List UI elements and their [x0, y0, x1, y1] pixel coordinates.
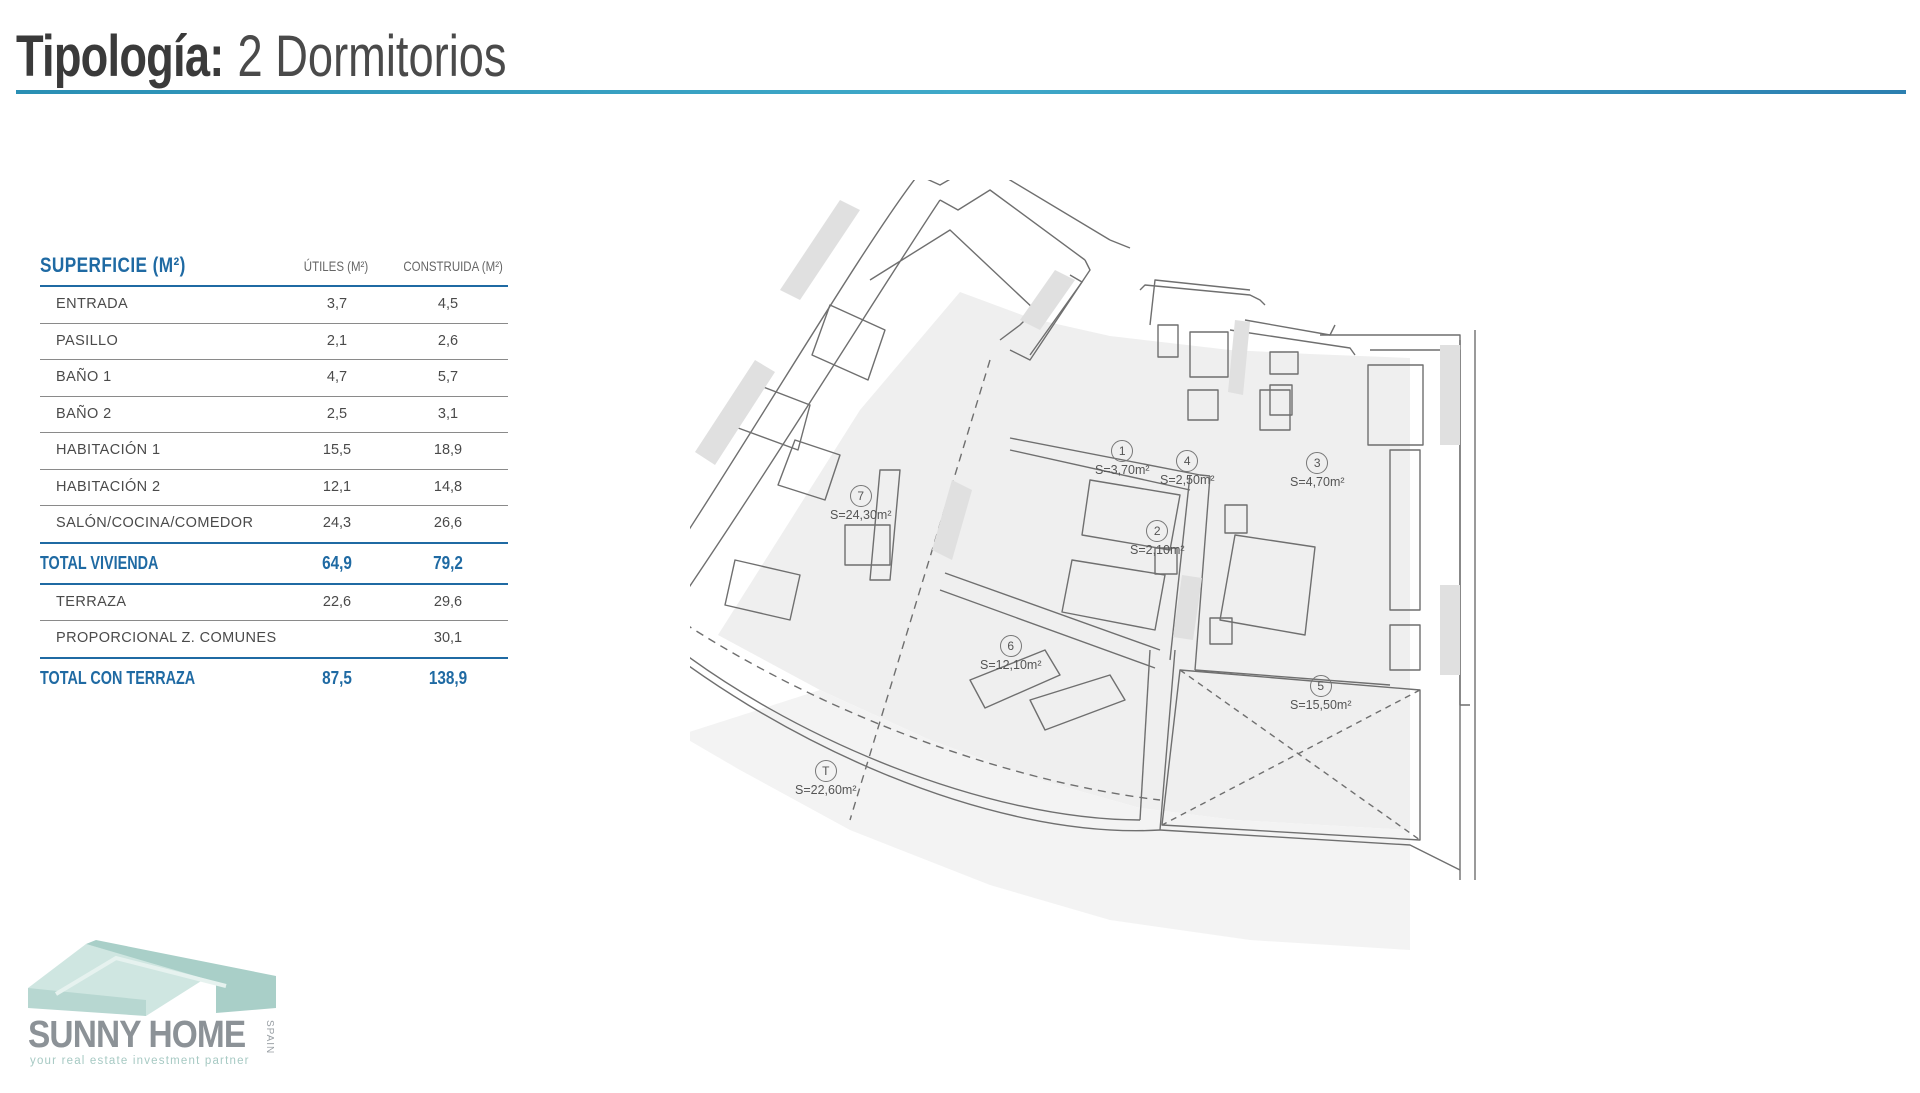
row-con: 4,5: [437, 296, 459, 312]
row-util: 22,6: [322, 593, 352, 610]
row-name: PROPORCIONAL Z. COMUNES: [56, 630, 277, 646]
room-area: S=4,70m²: [1290, 475, 1345, 489]
room-label-3: 3 S=4,70m²: [1290, 452, 1345, 489]
table-row: PASILLO 2,1 2,6: [40, 324, 508, 360]
page-title: Tipología: 2 Dormitorios: [16, 24, 507, 90]
room-num: 4: [1176, 450, 1199, 472]
row-con: 5,7: [437, 369, 459, 385]
table-row: TERRAZA 22,6 29,6: [40, 585, 508, 621]
room-label-2: 2 S=2,10m²: [1130, 520, 1185, 557]
table-row: PROPORCIONAL Z. COMUNES 30,1: [40, 621, 508, 659]
room-num: 1: [1111, 440, 1134, 462]
row-util: 15,5: [322, 442, 352, 458]
row-name: HABITACIÓN 2: [56, 478, 161, 495]
total-vivienda-con: 79,2: [433, 552, 463, 573]
brand-logo: SUNNY HOME SPAIN your real estate invest…: [26, 938, 286, 1073]
logo-tagline: your real estate investment partner: [30, 1055, 250, 1067]
table-row: BAÑO 2 2,5 3,1: [40, 397, 508, 433]
table-header-row: SUPERFICIE (M²) ÚTILES (M²) CONSTRUIDA (…: [40, 251, 508, 287]
table-row: BAÑO 1 4,7 5,7: [40, 360, 508, 397]
table-row: HABITACIÓN 2 12,1 14,8: [40, 470, 508, 506]
room-area: S=2,50m²: [1160, 473, 1215, 487]
room-num: T: [814, 760, 837, 782]
row-name: BAÑO 2: [56, 405, 112, 422]
room-area: S=15,50m²: [1290, 698, 1352, 712]
row-util: 4,7: [326, 369, 348, 385]
wall-hatch: [695, 200, 1460, 675]
row-con: 29,6: [433, 593, 463, 610]
table-title: SUPERFICIE (M²): [40, 254, 186, 277]
row-con: 14,8: [433, 478, 463, 495]
floor-plan-drawing: [629, 161, 1476, 950]
room-area: S=22,60m²: [795, 783, 857, 797]
row-name: BAÑO 1: [56, 369, 112, 385]
col-header-con: CONSTRUIDA (M²): [403, 258, 503, 274]
room-label-4: 4 S=2,50m²: [1160, 450, 1215, 487]
col-header-util: ÚTILES (M²): [303, 258, 369, 274]
room-label-6: 6 S=12,10m²: [980, 635, 1042, 672]
table-row: SALÓN/COCINA/COMEDOR 24,3 26,6: [40, 506, 508, 544]
total-vivienda-label: TOTAL VIVIENDA: [40, 552, 159, 573]
row-con: 3,1: [437, 405, 459, 422]
page-header: Tipología: 2 Dormitorios: [16, 24, 1906, 96]
room-area: S=3,70m²: [1095, 463, 1150, 477]
row-util: 3,7: [326, 296, 348, 312]
row-name: HABITACIÓN 1: [56, 442, 161, 458]
room-label-5: 5 S=15,50m²: [1290, 675, 1352, 712]
title-label: Tipología:: [16, 24, 224, 89]
room-label-7: 7 S=24,30m²: [830, 485, 892, 522]
total-terraza-con: 138,9: [428, 667, 468, 688]
total-vivienda-util: 64,9: [322, 552, 352, 573]
room-area: S=12,10m²: [980, 658, 1042, 672]
room-num: 5: [1309, 675, 1332, 697]
row-util: 2,5: [326, 405, 348, 422]
logo-name: SUNNY HOME: [28, 1014, 246, 1056]
row-con: 30,1: [433, 630, 463, 646]
room-num: 6: [999, 635, 1022, 657]
row-util: 2,1: [326, 332, 348, 349]
total-terraza-util: 87,5: [322, 667, 352, 688]
row-name: ENTRADA: [56, 296, 129, 312]
row-util: 24,3: [322, 515, 352, 531]
logo-country: SPAIN: [264, 1020, 275, 1055]
row-con: 18,9: [433, 442, 463, 458]
row-name: TERRAZA: [56, 593, 127, 610]
total-terraza-label: TOTAL CON TERRAZA: [40, 667, 196, 688]
table-row: ENTRADA 3,7 4,5: [40, 287, 508, 324]
room-label-terrace: T S=22,60m²: [795, 760, 857, 797]
room-area: S=24,30m²: [830, 508, 892, 522]
surface-table: SUPERFICIE (M²) ÚTILES (M²) CONSTRUIDA (…: [40, 251, 508, 698]
header-rule: [16, 90, 1906, 94]
floor-plan: 1 S=3,70m² 2 S=2,10m² 3 S=4,70m² 4 S=2,5…: [629, 161, 1820, 1080]
logo-house-icon: [28, 940, 276, 1016]
title-value: 2 Dormitorios: [237, 24, 507, 89]
row-name: PASILLO: [56, 332, 119, 349]
total-terraza-row: TOTAL CON TERRAZA 87,5 138,9: [40, 659, 508, 698]
row-con: 26,6: [433, 515, 463, 531]
room-area: S=2,10m²: [1130, 543, 1185, 557]
total-vivienda-row: TOTAL VIVIENDA 64,9 79,2: [40, 544, 508, 585]
table-row: HABITACIÓN 1 15,5 18,9: [40, 433, 508, 470]
room-num: 7: [849, 485, 872, 507]
interior-fill: [718, 292, 1410, 830]
row-name: SALÓN/COCINA/COMEDOR: [56, 515, 254, 531]
room-label-1: 1 S=3,70m²: [1095, 440, 1150, 477]
row-con: 2,6: [437, 332, 459, 349]
row-util: 12,1: [322, 478, 352, 495]
room-num: 3: [1306, 452, 1329, 474]
room-num: 2: [1146, 520, 1169, 542]
